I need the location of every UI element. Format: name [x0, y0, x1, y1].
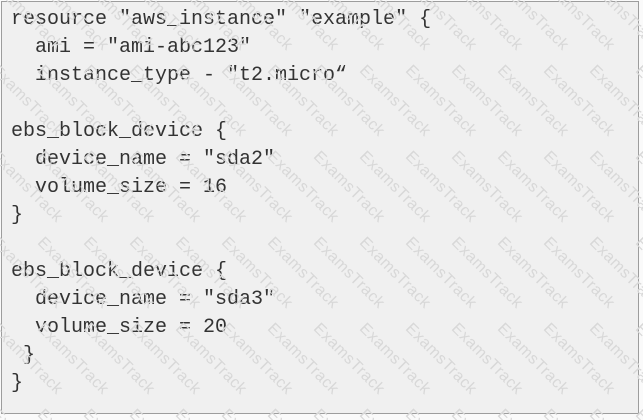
code-line: }: [11, 204, 24, 227]
code-line: ami = "ami-abc123": [11, 36, 252, 59]
code-panel: resource "aws_instance" "example" { ami …: [1, 1, 639, 414]
code-line: device_name = "sda3": [11, 288, 276, 311]
code-line: device_name = "sda2": [11, 148, 276, 171]
code-line: ebs_block_device {: [11, 120, 228, 143]
code-line: resource "aws_instance" "example" {: [11, 8, 432, 31]
code-line: volume_size = 16: [11, 176, 228, 199]
code-line: instance_type - "t2.micro“: [11, 64, 348, 87]
code-line: }: [11, 344, 36, 367]
code-line: volume_size = 20: [11, 316, 228, 339]
code-line: [11, 230, 638, 258]
code-line: [11, 90, 638, 118]
code-block: resource "aws_instance" "example" { ami …: [2, 2, 638, 398]
code-line: ebs_block_device {: [11, 260, 228, 283]
code-line: }: [11, 372, 24, 395]
